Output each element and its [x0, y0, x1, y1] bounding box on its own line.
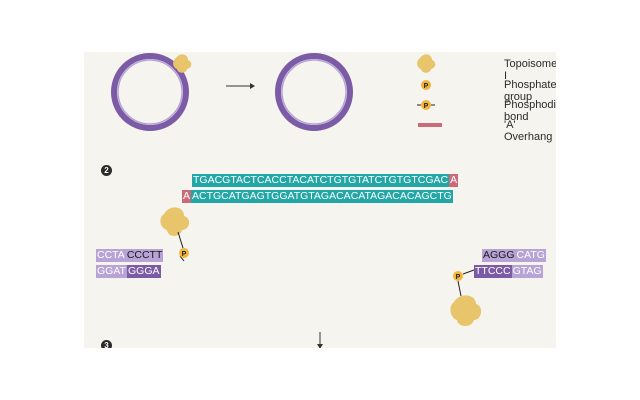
- legend-topo-label: Topoisomerase I: [504, 58, 556, 82]
- plasmid-before: [111, 53, 189, 131]
- legend-overhang-label: 'A' Overhang: [504, 119, 553, 143]
- diagram-panel: P P P P Topoisomerase I Phosphate group …: [84, 52, 556, 348]
- legend-bond-icon: [421, 100, 431, 110]
- arrow-head: [250, 83, 255, 89]
- plasmid-before-inner: [117, 59, 183, 125]
- right-vector-top-lav: CATG: [515, 249, 546, 262]
- legend-phosphate-icon: [421, 80, 431, 90]
- insert-bottom-teal: ACTGCATGAGTGGATGTAGACACATAGACACAGCTG: [191, 190, 453, 203]
- step-2-marker: 2: [101, 165, 112, 176]
- right-topoisomerase-icon: [450, 295, 482, 326]
- legend-overhang-swatch: [418, 123, 442, 127]
- left-bond-line: [177, 231, 184, 249]
- insert-top-overhang: A: [449, 174, 459, 187]
- right-vector-bottom-lav: GTAG: [511, 265, 543, 278]
- topoisomerase-icon: [173, 54, 192, 73]
- insert-bottom-overhang: A: [182, 190, 192, 203]
- legend-bond-glyph: P: [424, 103, 429, 110]
- legend-bond-label: Phosphodiester bond: [504, 99, 556, 123]
- right-phosphate-glyph: P: [456, 274, 461, 281]
- plasmid-after: [275, 53, 353, 131]
- legend-phosphate-glyph: P: [424, 83, 429, 90]
- right-vector-bottom-dark: TTCCC: [474, 265, 512, 278]
- left-bond-tail: [179, 255, 185, 262]
- left-topoisomerase-icon: [160, 207, 190, 236]
- left-phosphate-icon: [179, 248, 189, 258]
- insert-top-teal: TGACGTACTCACCTACATCTGTGTATCTGTGTCGAC: [192, 174, 450, 187]
- right-vector-top-dark: AGGG: [482, 249, 516, 262]
- step3-arrow-head: [317, 344, 323, 348]
- left-vector-bottom-lav: GGAT: [96, 265, 127, 278]
- plasmid-after-inner: [281, 59, 347, 125]
- left-vector-top-lav: CCTA: [96, 249, 126, 262]
- right-phosphate-icon: [453, 271, 463, 281]
- left-vector-top-dark: CCCTT: [125, 249, 164, 262]
- left-vector-bottom-dark: GGGA: [126, 265, 161, 278]
- legend-phosphate-label: Phosphate group: [504, 79, 556, 103]
- diagram-artwork: P P P P: [111, 53, 482, 348]
- right-bond-down: [457, 280, 462, 297]
- legend-topo-icon: [417, 54, 436, 73]
- step-3-marker: 3: [101, 340, 112, 348]
- left-phosphate-glyph: P: [182, 251, 187, 258]
- right-bond-line: [462, 269, 475, 275]
